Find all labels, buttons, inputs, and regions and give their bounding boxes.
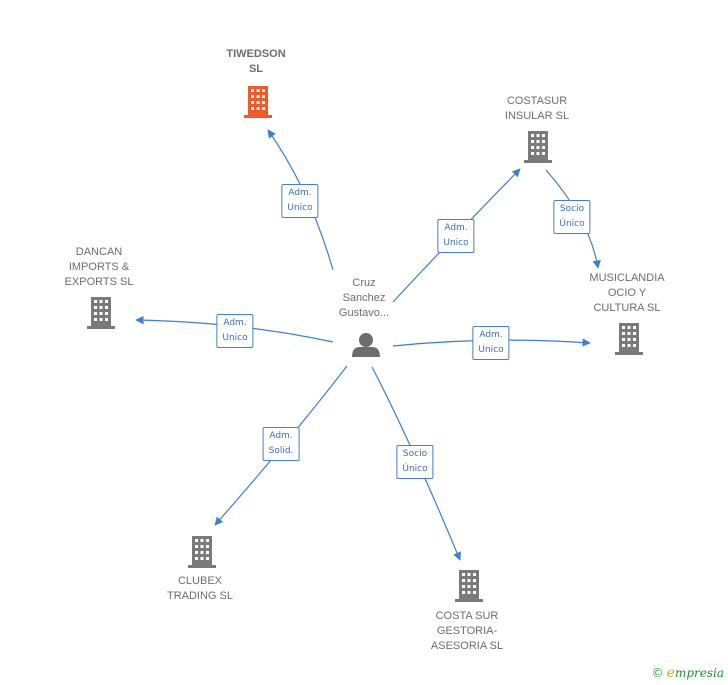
brand-name: mpresia (674, 666, 724, 680)
building-icon[interactable] (524, 131, 552, 163)
building-icon[interactable] (455, 570, 483, 602)
brand-initial: e (666, 665, 675, 681)
edge-label-dancan: Adm. Unico (216, 314, 254, 348)
node-label-tiwedson[interactable]: TIWEDSON SL (226, 48, 286, 75)
node-label-musiclandia[interactable]: MUSICLANDIA OCIO Y CULTURA SL (589, 272, 665, 314)
brand-logo: ©empresia (652, 665, 724, 681)
building-icon[interactable] (244, 86, 272, 118)
edge-label-musiclandia: Adm. Unico (472, 326, 510, 360)
node-label-clubex[interactable]: CLUBEX TRADING SL (166, 575, 234, 602)
node-label-costasur[interactable]: COSTASUR INSULAR SL (504, 95, 570, 122)
node-label-dancan[interactable]: DANCAN IMPORTS & EXPORTS SL (64, 246, 134, 288)
edge-label-tiwedson: Adm. Unico (281, 184, 319, 218)
node-label-gestoria[interactable]: COSTA SUR GESTORIA- ASESORIA SL (430, 610, 504, 652)
building-icon[interactable] (615, 323, 643, 355)
building-icon[interactable] (188, 536, 216, 568)
edge-label-costasur-musiclandia: Socio Único (553, 200, 591, 234)
person-icon[interactable] (352, 333, 380, 357)
building-icon[interactable] (87, 297, 115, 329)
copyright-icon: © (651, 666, 664, 680)
person-name[interactable]: Cruz Sanchez Gustavo... (338, 277, 390, 319)
edge-label-costasur: Adm. Unico (437, 219, 475, 253)
edge-label-gestoria: Socio Único (396, 445, 434, 479)
edge-label-clubex: Adm. Solid. (262, 427, 300, 461)
